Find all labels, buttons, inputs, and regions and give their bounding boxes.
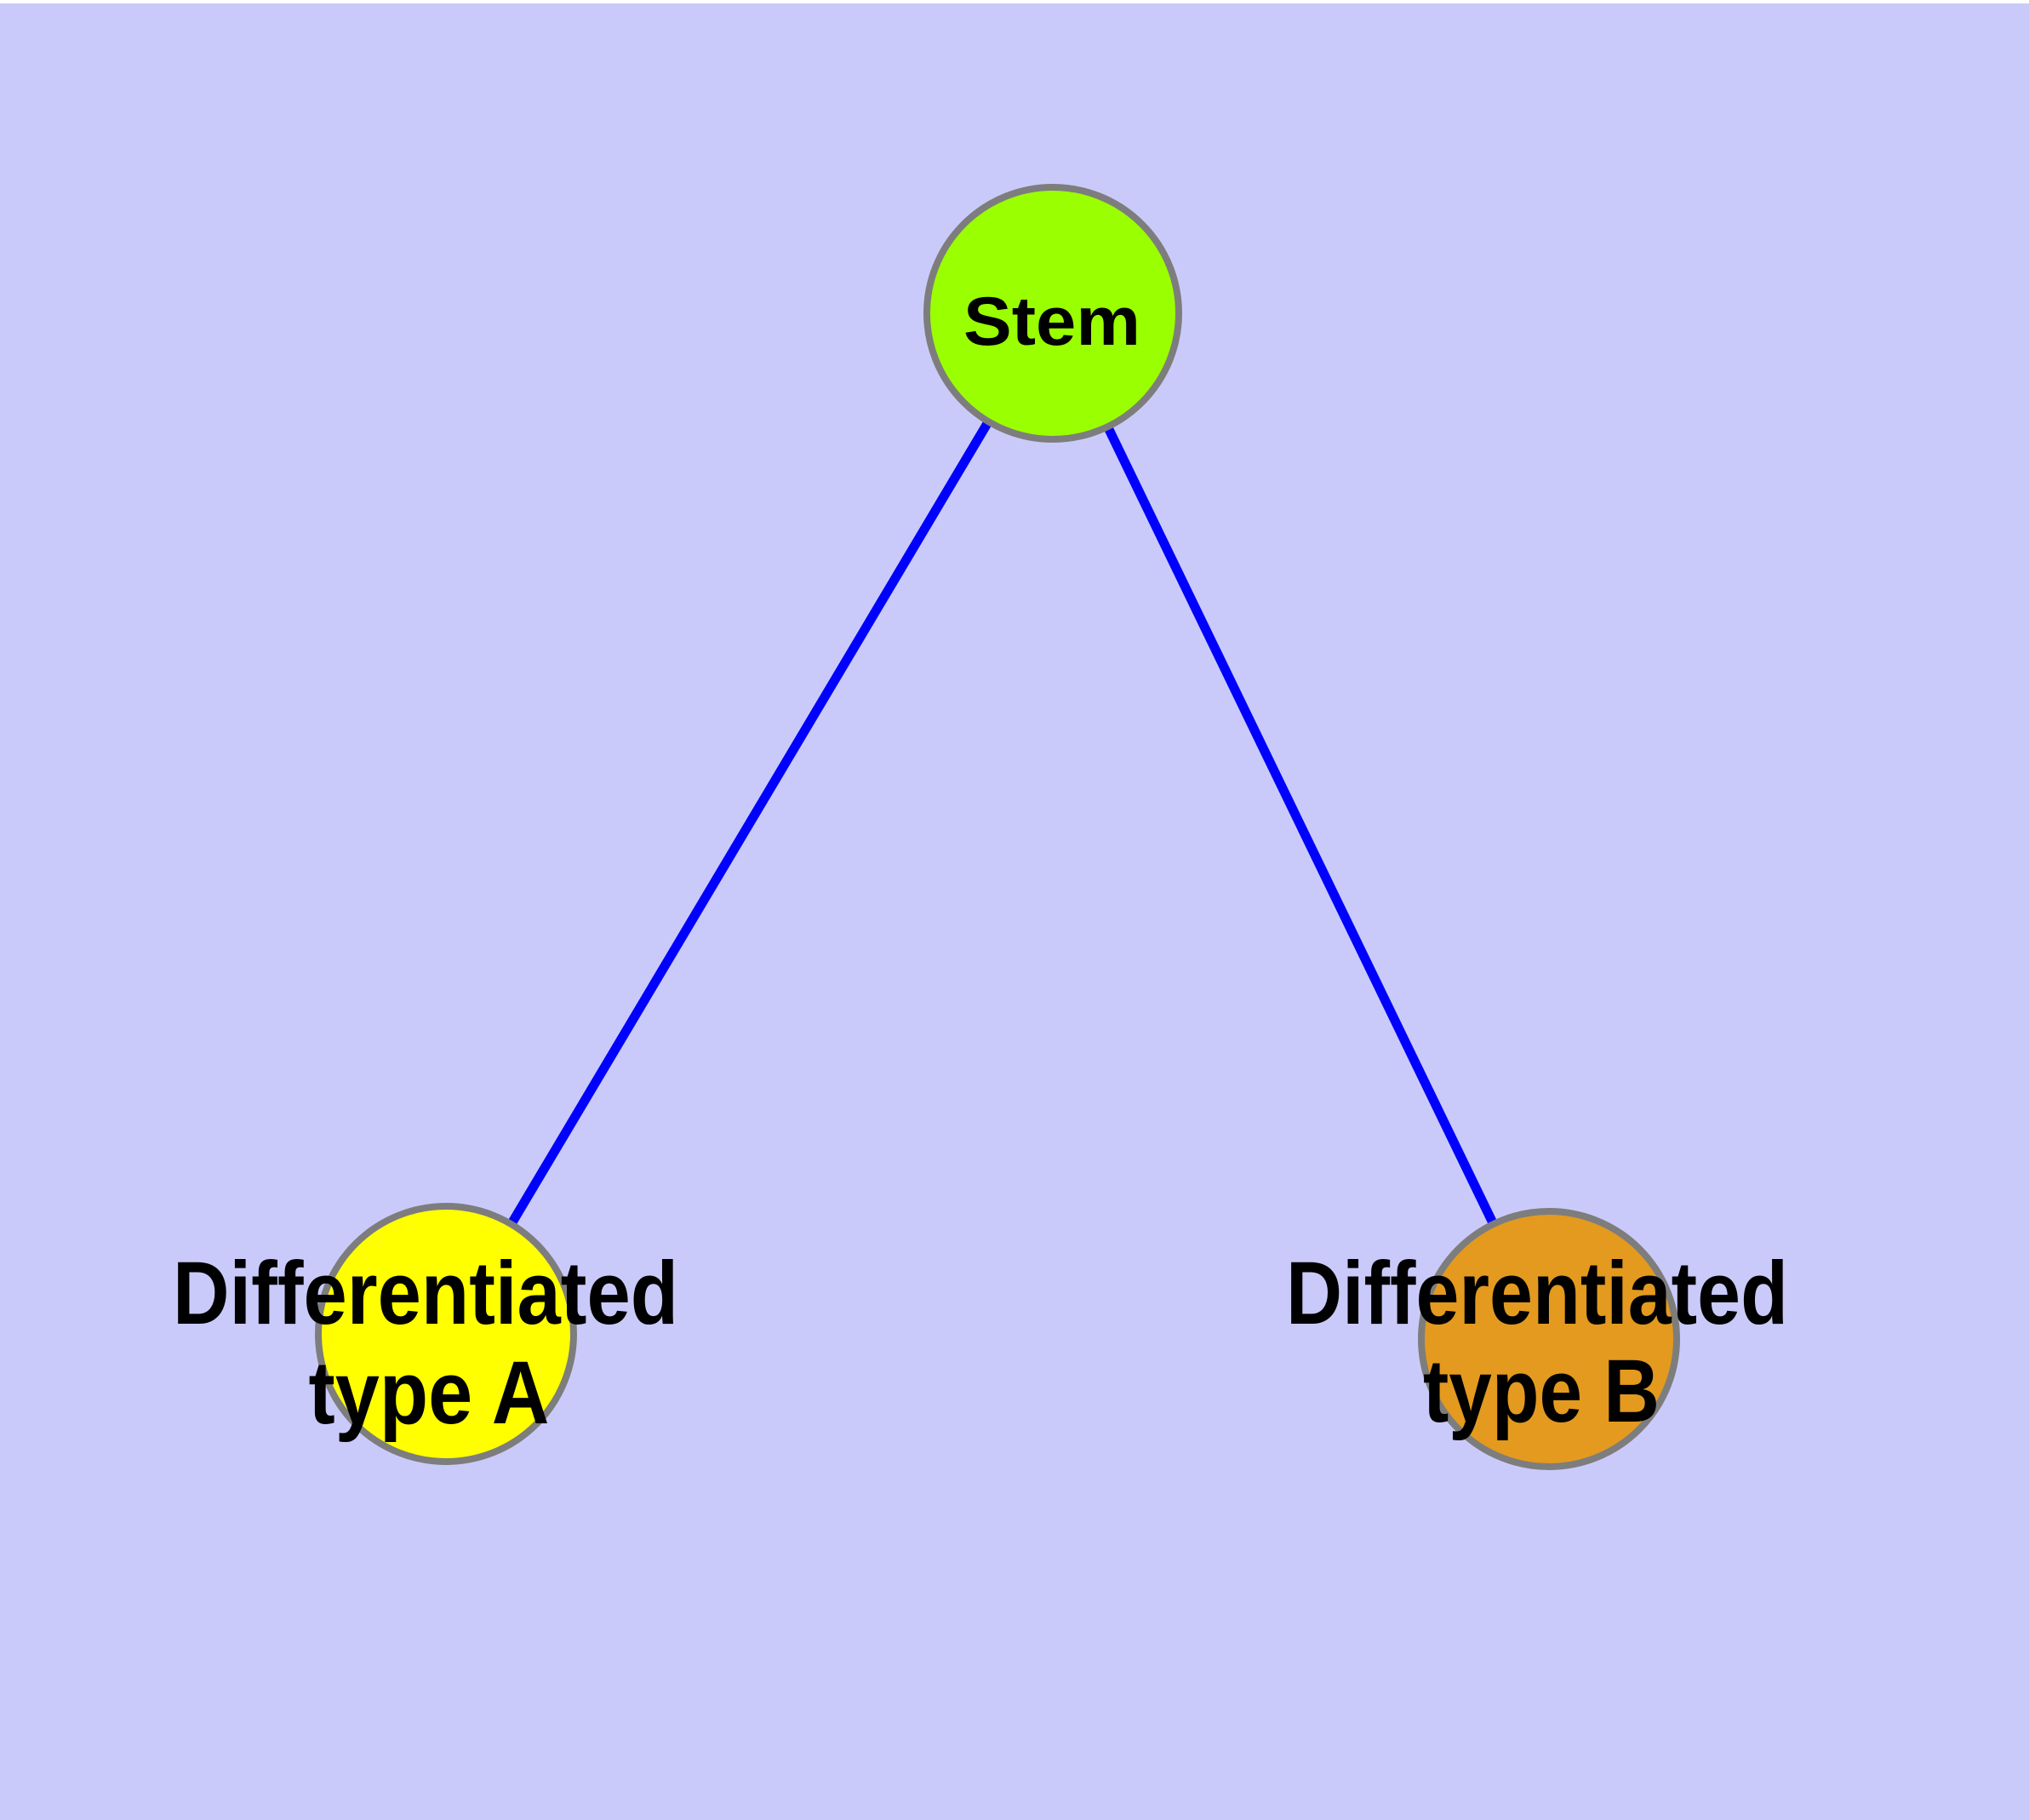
node-type-a-label-line2: type A xyxy=(309,1343,550,1443)
node-type-b-label-line2: type B xyxy=(1423,1342,1660,1441)
edge-stem-to-type-a xyxy=(442,311,1057,1336)
node-differentiated-type-a xyxy=(315,1203,577,1465)
edge-stem-to-type-b xyxy=(1049,311,1553,1342)
node-type-b-label-line1: Differentiated xyxy=(1286,1244,1788,1343)
node-stem-label: Stem xyxy=(963,283,1140,360)
node-type-a-label-line1: Differentiated xyxy=(173,1244,678,1343)
node-differentiated-type-b xyxy=(1418,1208,1680,1470)
node-stem xyxy=(923,184,1182,443)
